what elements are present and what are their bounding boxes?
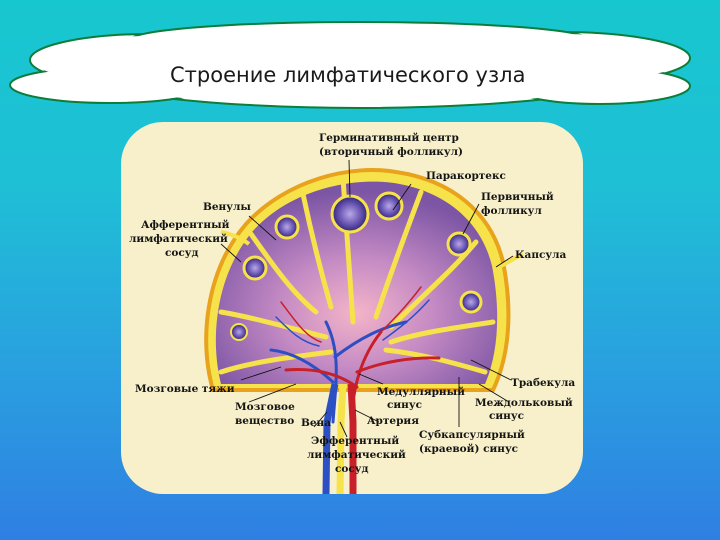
label-medullary-sinus: Медуллярный <box>377 386 465 398</box>
follicles <box>230 191 483 341</box>
follicle <box>374 191 404 221</box>
label-germinal-center-sub: (вторичный фолликул) <box>319 146 463 158</box>
diagram-panel: Герминативный центр (вторичный фолликул)… <box>121 122 583 494</box>
follicle <box>274 214 300 240</box>
follicle <box>230 323 248 341</box>
label-efferent-3: сосуд <box>335 463 369 475</box>
label-afferent-2: лимфатический <box>129 233 228 245</box>
label-trabecula: Трабекула <box>511 377 575 389</box>
vein <box>322 383 339 494</box>
label-afferent-3: сосуд <box>165 247 199 259</box>
label-vein: Вена <box>301 417 331 429</box>
label-paracortex: Паракортекс <box>426 170 506 182</box>
label-efferent: Эфферентный <box>311 435 399 447</box>
label-interlobular-sinus-sub: синус <box>489 410 524 422</box>
artery <box>347 383 357 494</box>
efferent-vessel <box>336 383 347 494</box>
label-capsule: Капсула <box>515 249 567 261</box>
follicle <box>459 290 483 314</box>
follicle <box>242 255 268 281</box>
label-efferent-2: лимфатический <box>307 449 406 461</box>
label-afferent: Афферентный <box>141 219 230 231</box>
lymph-node-diagram: Герминативный центр (вторичный фолликул)… <box>129 132 575 494</box>
afferent-vessels <box>220 230 524 269</box>
label-medullary-cords: Мозговые тяжи <box>135 383 235 395</box>
label-medulla: Мозговое <box>235 401 295 413</box>
label-subcapsular-sinus: Субкапсулярный <box>419 429 525 441</box>
label-subcapsular-sinus-sub: (краевой) синус <box>419 443 518 455</box>
secondary-follicle <box>330 194 370 234</box>
label-medulla-sub: вещество <box>235 415 294 427</box>
follicle <box>446 231 472 257</box>
label-primary-follicle: Первичный <box>481 191 554 203</box>
label-primary-follicle-sub: фолликул <box>481 205 542 217</box>
title-cloud <box>9 21 691 109</box>
label-interlobular-sinus: Междольковый <box>475 397 573 409</box>
hilum-vessels <box>322 383 357 494</box>
label-germinal-center: Герминативный центр <box>319 132 459 144</box>
label-artery: Артерия <box>367 415 419 427</box>
slide-title: Строение лимфатического узла <box>170 63 526 87</box>
diagram-labels: Герминативный центр (вторичный фолликул)… <box>129 132 575 475</box>
label-venules: Венулы <box>203 201 251 213</box>
label-medullary-sinus-sub: синус <box>387 399 422 411</box>
leader-lines <box>220 159 514 438</box>
